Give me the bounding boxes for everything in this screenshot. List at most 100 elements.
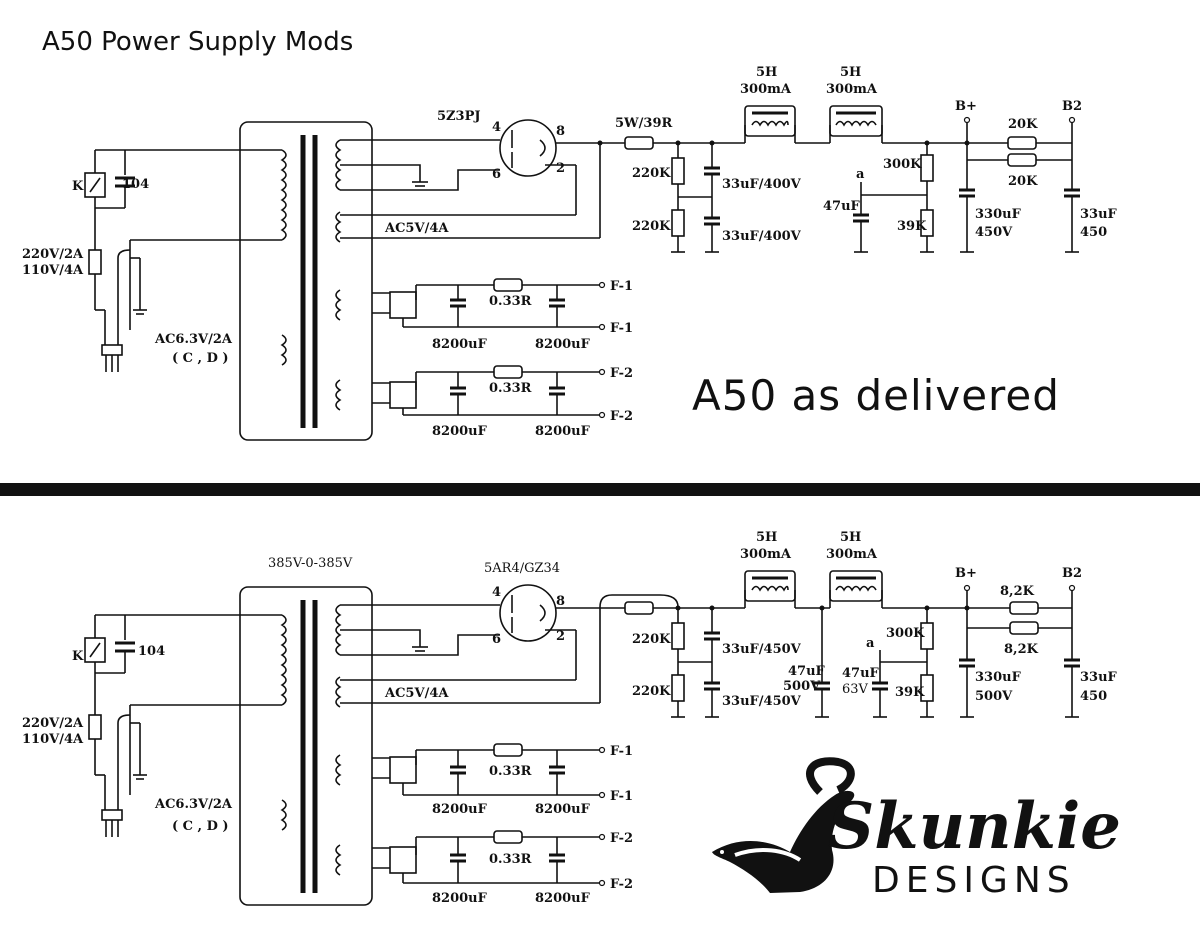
svg-text:2: 2 <box>556 161 565 176</box>
svg-text:33uF/400V: 33uF/400V <box>722 229 802 244</box>
svg-text:5H: 5H <box>840 530 861 545</box>
transformer-voltage-label: 385V-0-385V <box>268 556 353 571</box>
cap-104-label: 104 <box>122 177 149 192</box>
svg-text:( C , D ): ( C , D ) <box>172 819 229 834</box>
svg-text:a: a <box>856 167 865 182</box>
rectifier-tube <box>499 119 557 177</box>
b2-label: B2 <box>1062 99 1082 114</box>
svg-text:450: 450 <box>1080 225 1107 240</box>
figure-title: A50 Power Supply Mods <box>42 27 353 57</box>
svg-text:F-2: F-2 <box>610 877 633 892</box>
svg-text:104: 104 <box>138 644 165 659</box>
svg-text:220V/2A: 220V/2A <box>22 716 84 731</box>
svg-text:39K: 39K <box>897 219 927 234</box>
tube-label: 5Z3PJ <box>437 109 481 124</box>
bottom-schematic: 385V-0-385V 104 K 220V/2A 110V/4A AC6.3V… <box>22 530 1118 906</box>
svg-text:300mA: 300mA <box>826 82 878 97</box>
svg-text:33uF/450V: 33uF/450V <box>722 694 802 709</box>
svg-text:K: K <box>72 649 84 664</box>
bridge-rectifier-2 <box>389 381 417 409</box>
svg-text:F-2: F-2 <box>610 409 633 424</box>
f1-winding <box>335 289 342 321</box>
svg-text:F-1: F-1 <box>610 321 633 336</box>
tube-mod-label: 5AR4/GZ34 <box>484 561 560 576</box>
svg-text:8,2K: 8,2K <box>1000 584 1035 599</box>
svg-text:8200uF: 8200uF <box>535 337 591 352</box>
svg-text:2: 2 <box>556 629 565 644</box>
svg-text:20K: 20K <box>1008 174 1038 189</box>
svg-text:0.33R: 0.33R <box>489 852 532 867</box>
bplus-label: B+ <box>955 99 977 114</box>
svg-text:F-1: F-1 <box>610 789 633 804</box>
svg-text:AC5V/4A: AC5V/4A <box>384 686 449 701</box>
svg-text:63V: 63V <box>842 682 869 697</box>
fuse-220v-label: 220V/2A <box>22 247 84 262</box>
svg-text:8: 8 <box>556 124 565 139</box>
svg-text:220K: 220K <box>632 219 671 234</box>
ht-secondary-winding <box>335 139 342 191</box>
svg-text:300mA: 300mA <box>740 82 792 97</box>
skunk-silhouette <box>712 790 855 893</box>
power-transformer-mod <box>239 586 373 906</box>
svg-text:8200uF: 8200uF <box>535 802 591 817</box>
svg-text:47uF: 47uF <box>842 666 880 681</box>
svg-text:8200uF: 8200uF <box>432 802 488 817</box>
svg-text:F-2: F-2 <box>610 366 633 381</box>
svg-text:4: 4 <box>492 120 501 135</box>
svg-text:220K: 220K <box>632 632 671 647</box>
svg-text:6: 6 <box>492 632 501 647</box>
svg-text:AC6.3V/2A: AC6.3V/2A <box>154 797 233 812</box>
svg-text:450: 450 <box>1080 689 1107 704</box>
svg-text:450V: 450V <box>975 225 1013 240</box>
logo-skunkie: Skunkie <box>828 789 1121 864</box>
svg-text:F-1: F-1 <box>610 744 633 759</box>
svg-text:330uF: 330uF <box>975 670 1022 685</box>
cd-label: ( C , D ) <box>172 351 229 366</box>
svg-text:110V/4A: 110V/4A <box>22 732 84 747</box>
section-divider <box>0 483 1200 496</box>
heater-5v-winding <box>335 211 342 243</box>
primary-winding <box>280 149 287 241</box>
svg-text:300mA: 300mA <box>740 547 792 562</box>
svg-text:33uF: 33uF <box>1080 207 1118 222</box>
f2-winding <box>335 379 342 411</box>
svg-text:6: 6 <box>492 167 501 182</box>
svg-text:47uF: 47uF <box>788 664 826 679</box>
ac63-label: AC6.3V/2A <box>154 332 233 347</box>
svg-text:47uF: 47uF <box>823 199 861 214</box>
skunkie-designs-logo: Skunkie DESIGNS <box>712 757 1121 901</box>
svg-text:8,2K: 8,2K <box>1004 642 1039 657</box>
fuse-110v-label: 110V/4A <box>22 263 84 278</box>
top-schematic: 104 K 220V/2A 110V/4A AC6.3V/2A ( C , D … <box>22 65 1118 441</box>
as-delivered-caption: A50 as delivered <box>692 371 1060 420</box>
svg-text:B+: B+ <box>955 566 977 581</box>
svg-text:330uF: 330uF <box>975 207 1022 222</box>
svg-text:33uF: 33uF <box>1080 670 1118 685</box>
svg-text:a: a <box>866 636 875 651</box>
svg-text:8: 8 <box>556 594 565 609</box>
svg-text:33uF/400V: 33uF/400V <box>722 177 802 192</box>
svg-text:F-1: F-1 <box>610 279 633 294</box>
mains-plug <box>101 344 123 356</box>
svg-text:8200uF: 8200uF <box>535 424 591 439</box>
svg-text:300K: 300K <box>883 157 922 172</box>
heater-63v-winding <box>280 334 287 366</box>
heater-label: AC5V/4A <box>384 221 449 236</box>
svg-text:300K: 300K <box>886 626 925 641</box>
svg-text:8200uF: 8200uF <box>535 891 591 906</box>
svg-text:20K: 20K <box>1008 117 1038 132</box>
power-transformer <box>239 121 373 441</box>
svg-text:220K: 220K <box>632 166 671 181</box>
switch-k-label: K <box>72 179 84 194</box>
svg-text:5H: 5H <box>756 530 777 545</box>
bridge-rectifier-1 <box>389 291 417 319</box>
skunk-tail <box>806 757 855 795</box>
series-resistor <box>624 136 654 150</box>
svg-text:8200uF: 8200uF <box>432 337 488 352</box>
svg-text:8200uF: 8200uF <box>432 891 488 906</box>
svg-text:33uF/450V: 33uF/450V <box>722 642 802 657</box>
svg-text:0.33R: 0.33R <box>489 381 532 396</box>
mains-fuse <box>88 249 102 275</box>
